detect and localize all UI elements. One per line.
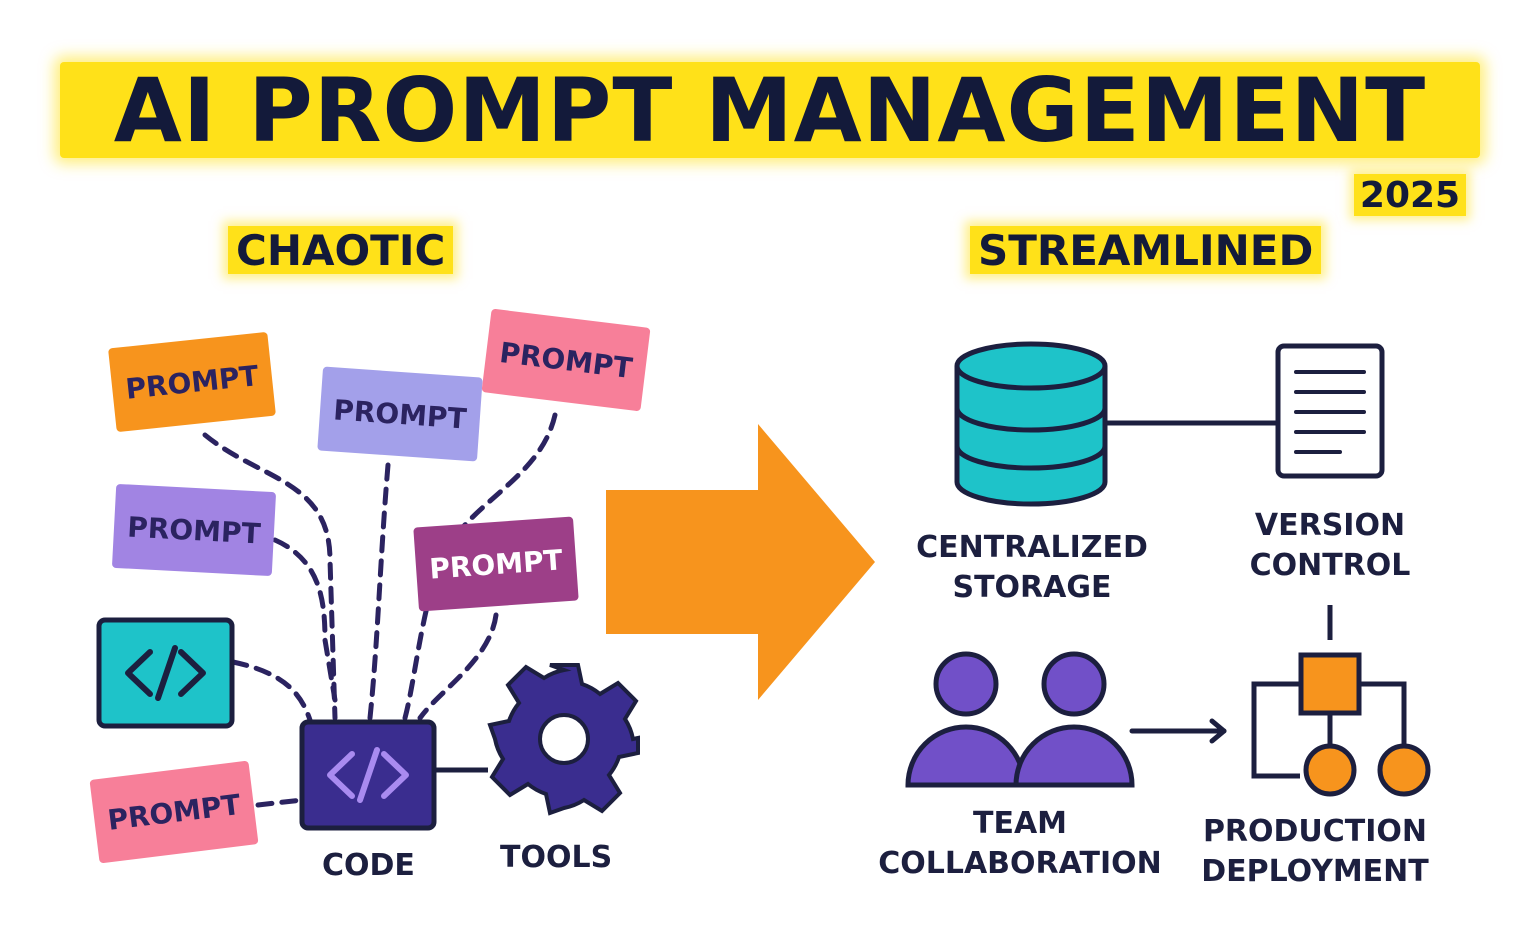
streamlined-heading: STREAMLINED: [970, 226, 1322, 275]
hierarchy-icon: [1251, 652, 1431, 797]
dashed-connectors: [202, 412, 558, 808]
prompt-card-plum: PROMPT: [413, 516, 579, 612]
connector-prompt-5: [417, 612, 499, 721]
chaotic-heading: CHAOTIC: [228, 226, 454, 275]
connector-prompt-1: [202, 432, 338, 721]
database-icon: [954, 341, 1108, 507]
gear-icon: [487, 663, 640, 816]
connector-prompt-3: [402, 412, 558, 721]
connector-prompt-2: [367, 462, 391, 721]
code-label: CODE: [322, 848, 415, 883]
page-title: AI PROMPT MANAGEMENT: [113, 58, 1427, 162]
code-box-icon: [299, 719, 437, 831]
version-label: VERSION CONTROL: [1249, 508, 1411, 583]
connector-code-box: [230, 659, 313, 723]
title-banner: AI PROMPT MANAGEMENT: [60, 58, 1480, 162]
arrow-right-icon: [606, 424, 875, 700]
team-icon: [905, 651, 1135, 788]
tools-label: TOOLS: [500, 840, 613, 875]
arrow-team-deploy: [1129, 718, 1227, 744]
prompt-card-lavender: PROMPT: [317, 366, 483, 462]
prompt-card-violet: PROMPT: [111, 483, 277, 577]
team-label: TEAM COLLABORATION: [878, 806, 1162, 881]
year-badge: 2025: [1354, 174, 1466, 216]
storage-label: CENTRALIZED STORAGE: [916, 530, 1148, 605]
code-icon: [96, 617, 235, 729]
document-icon: [1275, 343, 1385, 479]
connector-prompt-6: [255, 797, 305, 808]
deploy-label: PRODUCTION DEPLOYMENT: [1201, 814, 1429, 889]
connector-prompt-4: [272, 537, 338, 703]
prompt-card-orange: PROMPT: [108, 331, 276, 433]
